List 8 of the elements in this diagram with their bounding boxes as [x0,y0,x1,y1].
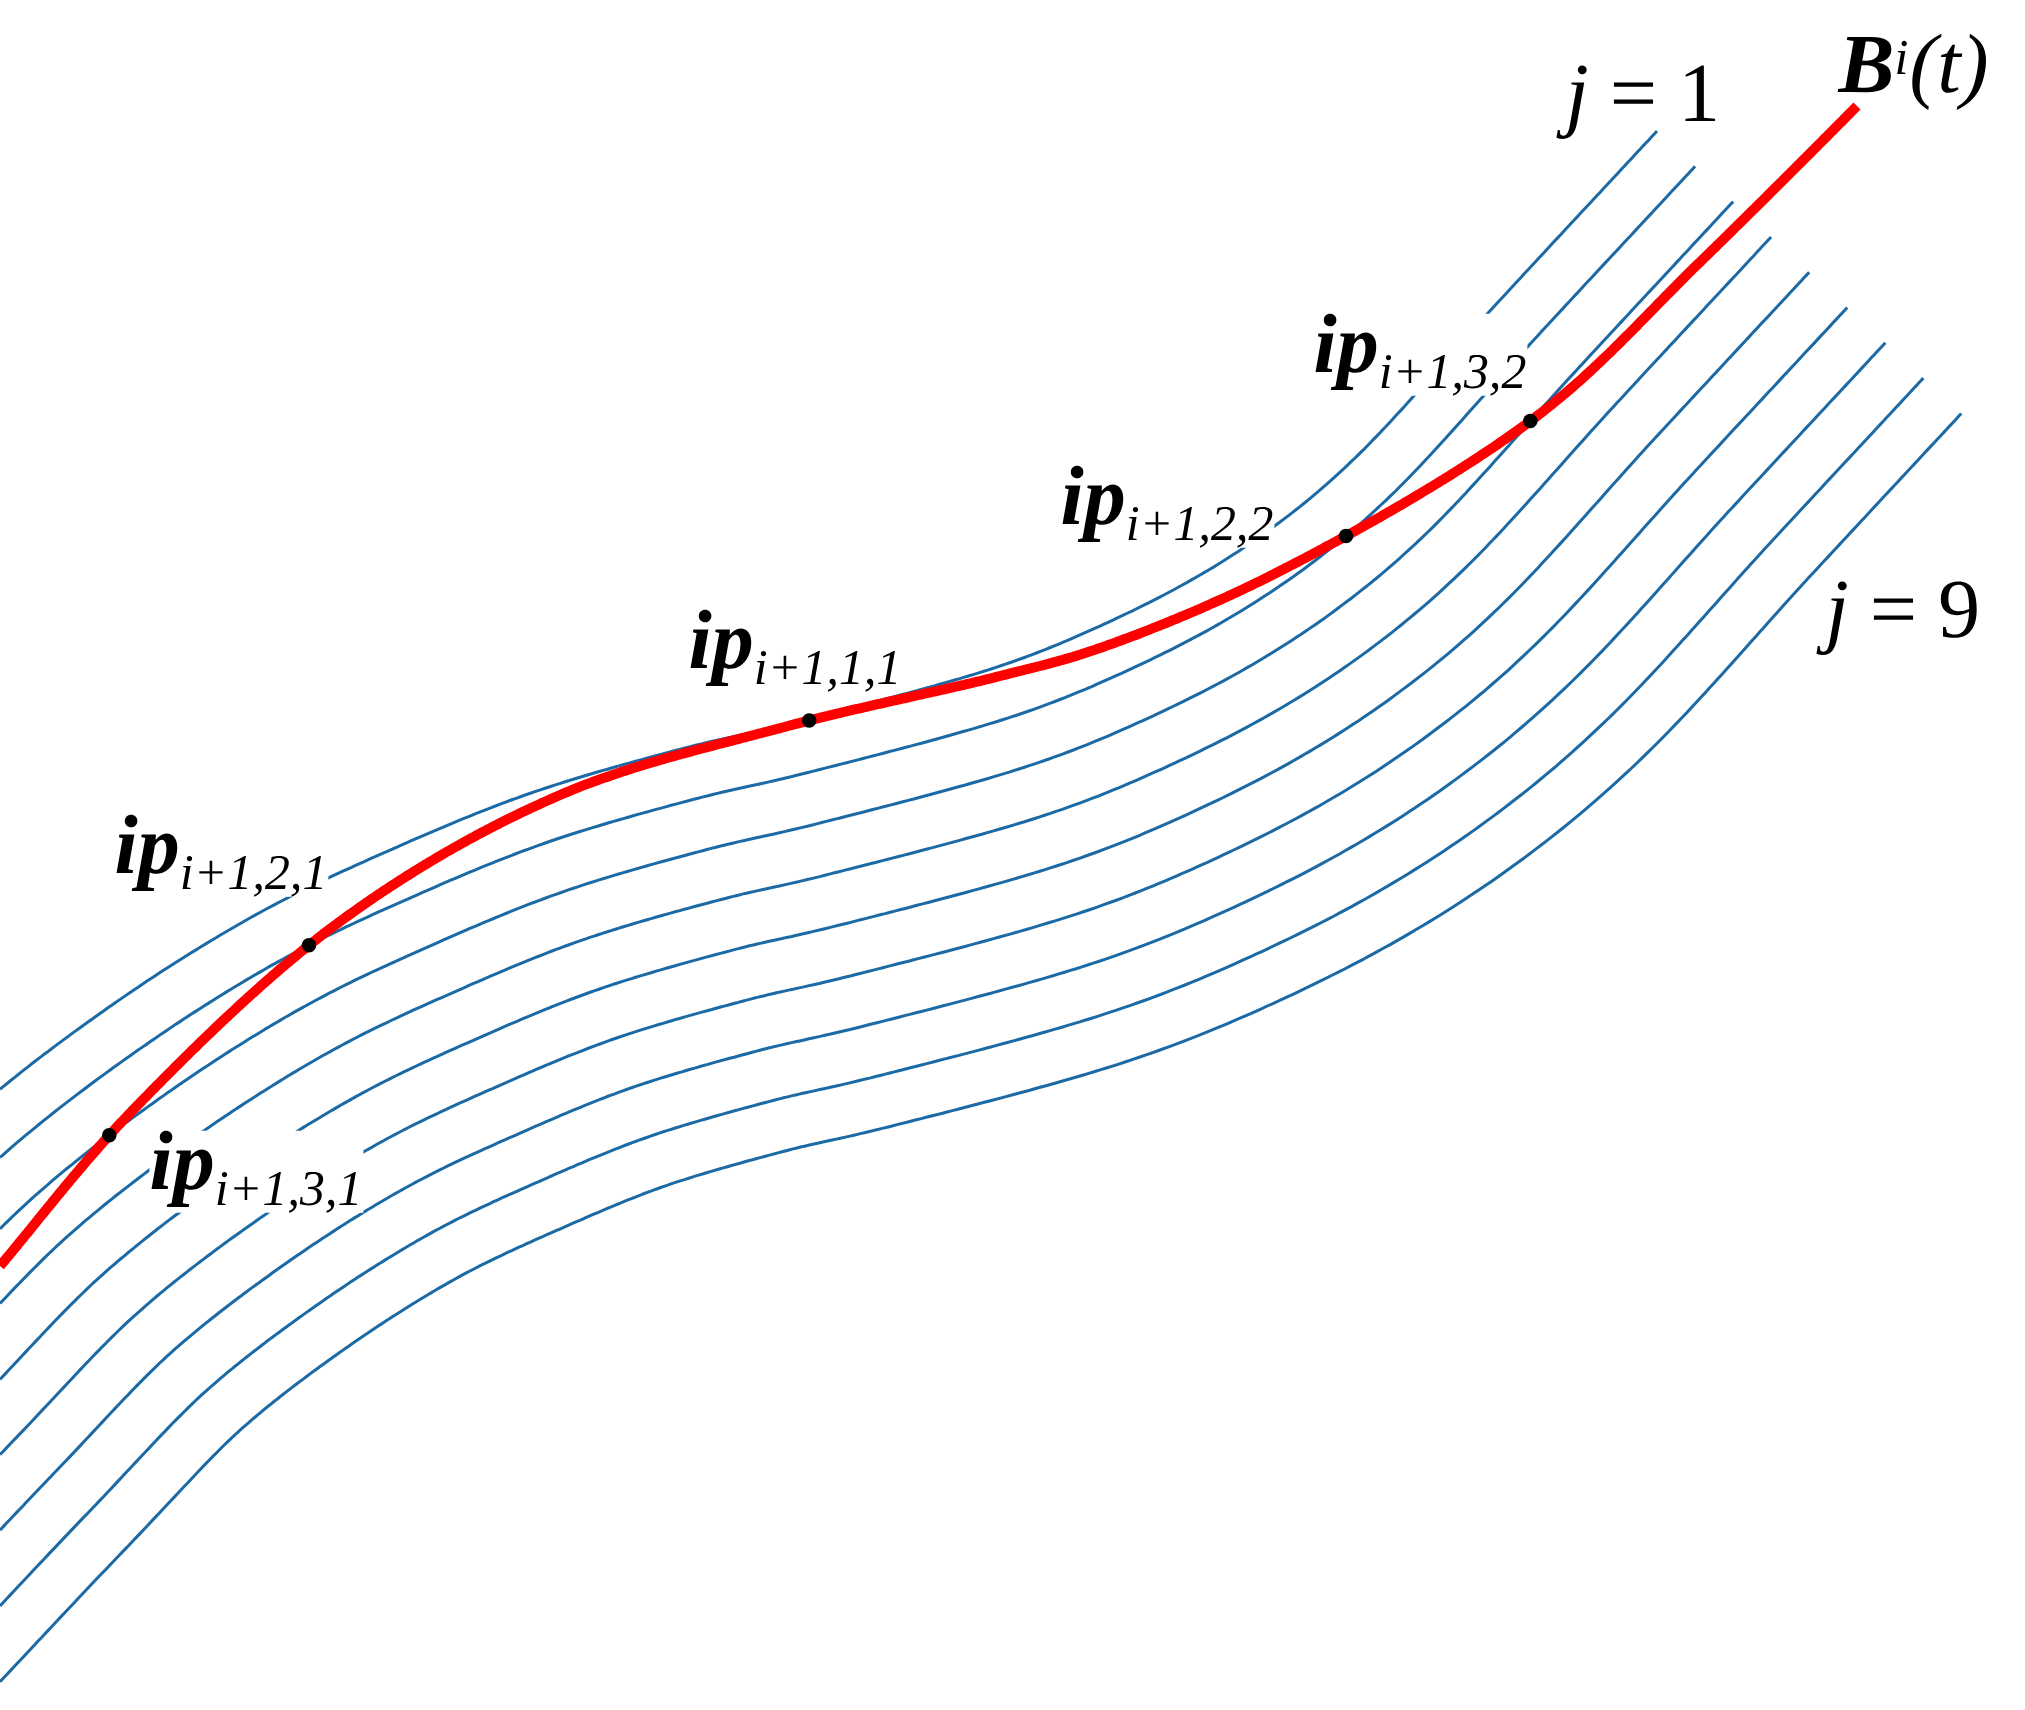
point-label: ip$_{i+1,1,1}$ [688,609,903,692]
curve-label: j = 1 [1556,65,1716,139]
curve-label: j = 9 [1816,581,1977,655]
point-label: ip$_{i+1,2,1}$ [114,814,329,897]
point-label: ip$_{i+1,3,1}$ [149,1130,364,1213]
point-label: ip$_{i+1,3,2}$ [1313,313,1528,396]
curve-label: B$^{i}$(t) [1837,33,1987,110]
point-label: ip$_{i+1,2,2}$ [1060,465,1275,548]
